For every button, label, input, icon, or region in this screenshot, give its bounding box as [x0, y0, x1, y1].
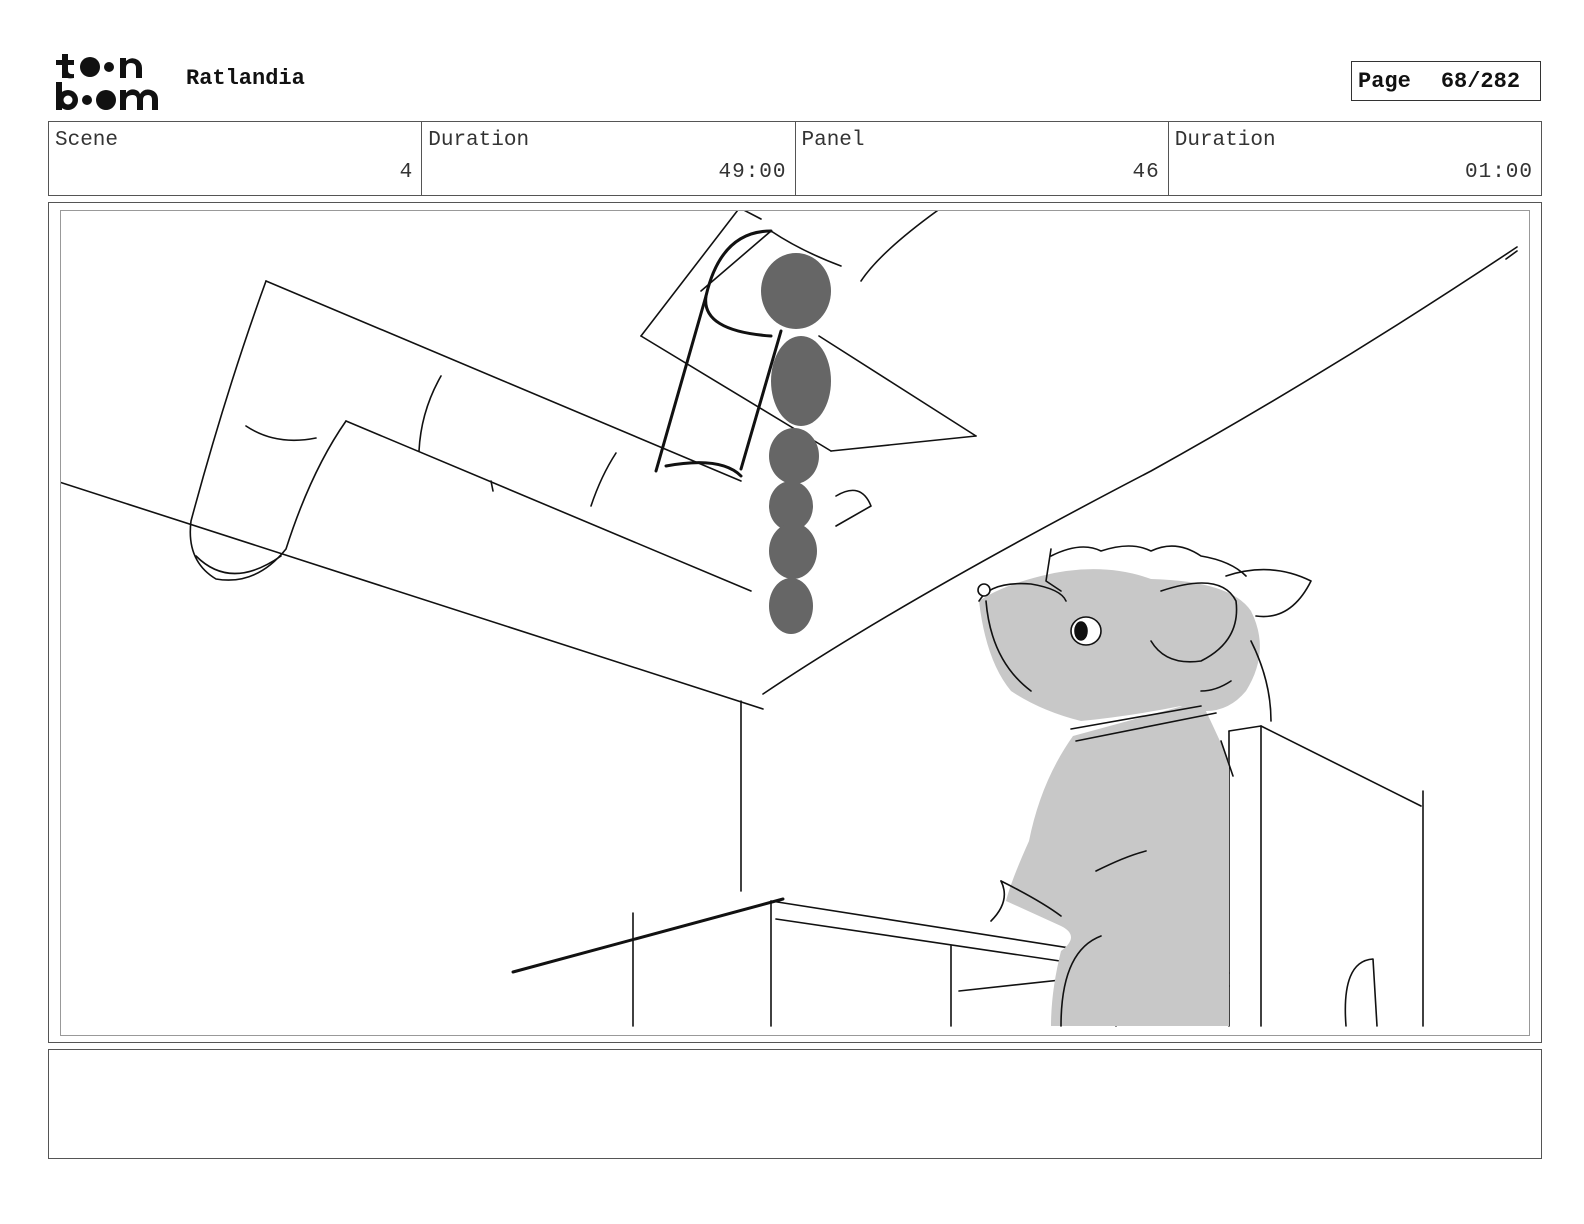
page-indicator: Page 68/282: [1351, 61, 1541, 101]
scene-cell: Scene 4: [49, 122, 423, 195]
ceiling-edge-right: [762, 246, 1518, 695]
toon-boom-logo: [56, 54, 158, 110]
storyboard-panel-frame: [48, 202, 1542, 1043]
ceiling-edge-left: [61, 481, 764, 710]
rat-head: [979, 569, 1260, 721]
rat-character: [977, 545, 1312, 1027]
storyboard-panel: [60, 210, 1530, 1036]
panel-notes: [48, 1049, 1542, 1159]
scene-duration-cell: Duration 49:00: [422, 122, 796, 195]
goo-drip: [761, 253, 831, 634]
scene-duration-label: Duration: [428, 129, 530, 152]
page-number: 68/282: [1440, 68, 1521, 94]
panel-value: 46: [1132, 161, 1160, 184]
page-label: Page: [1358, 68, 1411, 94]
panel-label: Panel: [801, 129, 865, 152]
scene-info-table: Scene 4 Duration 49:00 Panel 46 Duration…: [48, 121, 1542, 196]
ceiling-vent: [640, 211, 977, 527]
scene-label: Scene: [55, 129, 119, 152]
project-title: Ratlandia: [186, 66, 305, 91]
scene-value: 4: [399, 161, 414, 184]
panel-duration-cell: Duration 01:00: [1169, 122, 1541, 195]
desk: [511, 725, 1424, 1027]
panel-duration-label: Duration: [1174, 129, 1276, 152]
scene-duration-value: 49:00: [718, 161, 787, 184]
panel-cell: Panel 46: [796, 122, 1169, 195]
rat-body: [1006, 701, 1229, 1026]
panel-duration-value: 01:00: [1464, 161, 1533, 184]
panel-sketch: [61, 211, 1518, 1027]
